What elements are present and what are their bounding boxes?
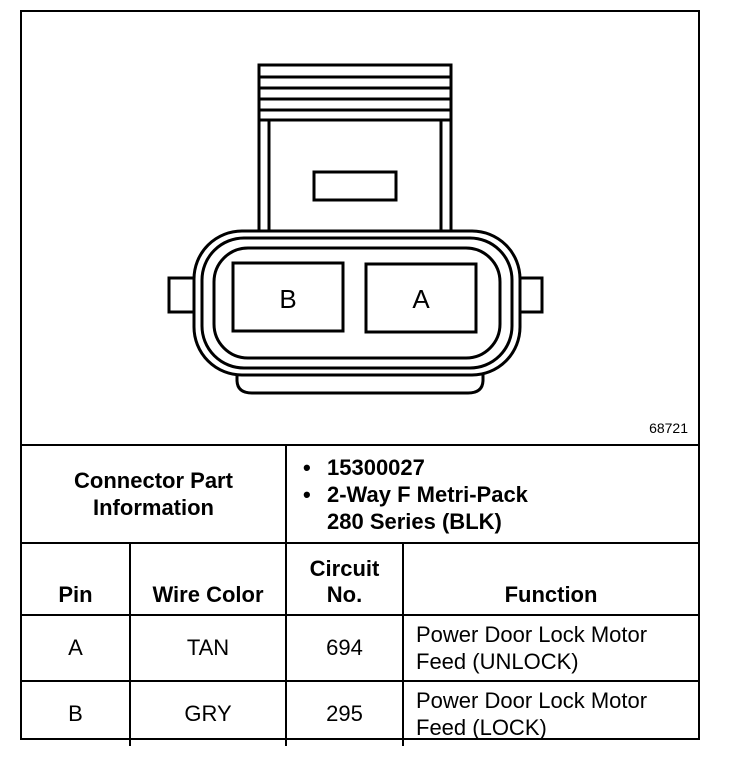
connector-body-mid (200, 236, 514, 370)
pin-a-label: A (412, 284, 430, 314)
figure-id: 68721 (649, 420, 688, 436)
connector-part-info-values: •15300027 •2-Way F Metri-Pack 280 Series… (285, 446, 698, 544)
connector-info-table: Connector Part Information •15300027 •2-… (22, 446, 698, 746)
cell-pin: B (22, 680, 131, 746)
cell-pin: A (22, 614, 131, 682)
connector-face-view: B A 68721 (22, 12, 698, 446)
info-label-line1: Connector Part (74, 468, 233, 493)
cell-wire-color: TAN (129, 614, 287, 682)
connector-diagram-sheet: B A 68721 Connector Part Information •15… (20, 10, 700, 746)
connector-body-inner (212, 246, 502, 360)
cavity-a (364, 262, 478, 334)
header-function: Function (402, 542, 698, 616)
cell-circuit: 694 (285, 614, 404, 682)
header-circuit-no: Circuit No. (285, 542, 404, 616)
table-header-row: Pin Wire Color Circuit No. Function (22, 542, 698, 616)
info-label-line2: Information (93, 495, 214, 520)
table-row: A TAN 694 Power Door Lock Motor Feed (UN… (22, 614, 698, 682)
connector-bottom-skirt (235, 357, 485, 395)
header-wire-color: Wire Color (129, 542, 287, 616)
latch-tab (312, 170, 398, 202)
connector-part-info-label: Connector Part Information (22, 446, 287, 544)
connector-part-info-row: Connector Part Information •15300027 •2-… (22, 446, 698, 544)
table-row: B GRY 295 Power Door Lock Motor Feed (LO… (22, 680, 698, 746)
cell-wire-color: GRY (129, 680, 287, 746)
part-number: •15300027 (303, 454, 425, 480)
pin-b-label: B (279, 284, 296, 314)
cell-circuit: 295 (285, 680, 404, 746)
part-description: •2-Way F Metri-Pack (303, 481, 528, 507)
connector-body-outer (192, 229, 522, 377)
cell-function: Power Door Lock Motor Feed (LOCK) (402, 680, 698, 746)
connector-latch-housing (257, 63, 453, 239)
cell-function: Power Door Lock Motor Feed (UNLOCK) (402, 614, 698, 682)
cavity-b (231, 261, 345, 333)
header-pin: Pin (22, 542, 131, 616)
connector-drawing: B A (167, 63, 544, 395)
part-description-line2: 280 Series (BLK) (327, 508, 502, 534)
